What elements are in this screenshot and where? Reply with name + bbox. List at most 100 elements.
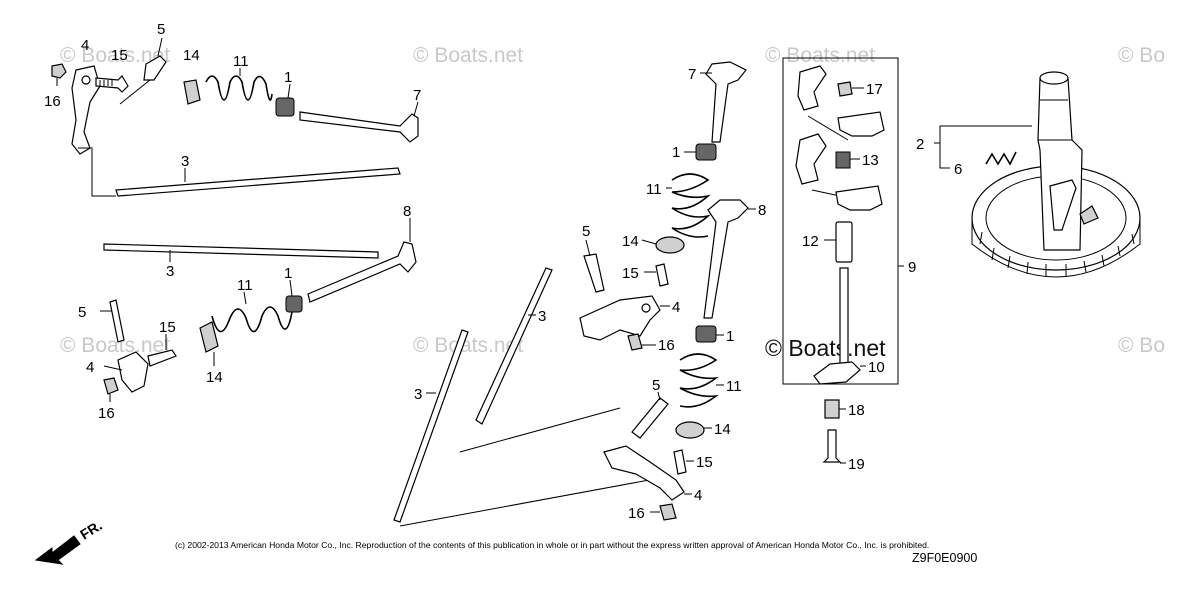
nut (627, 333, 643, 351)
governor-shaft (839, 267, 849, 373)
leader-line (103, 365, 123, 371)
front-arrow-icon (34, 535, 81, 565)
exhaust-valve (307, 241, 417, 303)
leader-line (289, 279, 293, 297)
callout-5: 5 (652, 377, 660, 394)
adjusting-bolt (147, 349, 177, 367)
valve-stem-seal (695, 325, 717, 343)
push-rod (103, 243, 379, 259)
valve-stem-seal (285, 295, 303, 313)
callout-15: 15 (622, 265, 639, 282)
callout-15: 15 (159, 319, 176, 336)
intake-valve (705, 61, 747, 143)
rocker-arm (603, 445, 685, 501)
leader-line (807, 115, 849, 141)
callout-10: 10 (868, 359, 885, 376)
leader-line (287, 83, 291, 99)
leader-line (243, 291, 247, 305)
cam-gear-side (971, 218, 1141, 278)
intake-valve (299, 111, 419, 143)
camshaft-body (1037, 77, 1083, 251)
front-direction-label: FR. (77, 517, 105, 543)
callout-8: 8 (403, 203, 411, 220)
leader-line (413, 101, 419, 117)
leader-line (585, 239, 591, 257)
callout-2: 2 (916, 136, 924, 153)
callout-5: 5 (582, 223, 590, 240)
governor-weight (797, 65, 827, 111)
leader-line (119, 79, 151, 105)
callout-15: 15 (111, 47, 128, 64)
assembly-group-frame (782, 57, 899, 385)
watermark-center: © Boats.net (765, 335, 886, 361)
callout-6: 6 (954, 161, 962, 178)
rocker-pivot (583, 253, 605, 293)
exhaust-valve (703, 199, 749, 319)
callout-15: 15 (696, 454, 713, 471)
leader-line (641, 239, 657, 245)
camshaft-top (1039, 71, 1069, 85)
watermark: © Bo (1118, 334, 1165, 357)
flange-bolt (822, 429, 842, 463)
watermark: © Boats.net (60, 334, 170, 357)
governor-arm (813, 361, 861, 385)
callout-5: 5 (78, 304, 86, 321)
nut (659, 503, 677, 521)
callout-3: 3 (181, 153, 189, 170)
governor-holder (837, 111, 885, 137)
callout-4: 4 (81, 37, 89, 54)
callout-12: 12 (802, 233, 819, 250)
callout-5: 5 (157, 21, 165, 38)
valve-spring (679, 353, 719, 408)
callout-4: 4 (672, 299, 680, 316)
callout-16: 16 (98, 405, 115, 422)
callout-1: 1 (284, 265, 292, 282)
watermark: © Bo (1118, 44, 1165, 67)
callout-17: 17 (866, 81, 883, 98)
callout-11: 11 (726, 378, 742, 395)
callout-1: 1 (726, 328, 734, 345)
decompressor-weight (1049, 179, 1077, 231)
callout-9: 9 (908, 259, 916, 276)
callout-3: 3 (414, 386, 422, 403)
callout-4: 4 (86, 359, 94, 376)
camshaft-detail (1038, 99, 1072, 141)
leader-line (657, 391, 661, 401)
spring-retainer (675, 421, 705, 439)
callout-8: 8 (758, 202, 766, 219)
callout-1: 1 (672, 144, 680, 161)
callout-3: 3 (166, 263, 174, 280)
callout-1: 1 (284, 69, 292, 86)
decompressor-spring (1079, 205, 1099, 225)
push-rod (475, 267, 553, 425)
callout-4: 4 (694, 487, 702, 504)
push-rod (393, 329, 469, 523)
callout-7: 7 (413, 87, 421, 104)
rocker-arm (579, 295, 661, 341)
bolt-thread (99, 80, 113, 86)
watermark: © Boats.net (413, 44, 523, 67)
watermark: © Boats.net (60, 44, 170, 67)
callout-14: 14 (206, 369, 223, 386)
callout-11: 11 (646, 181, 662, 198)
callout-7: 7 (688, 66, 696, 83)
adjusting-bolt (655, 263, 669, 287)
callout-16: 16 (658, 337, 675, 354)
callout-16: 16 (44, 93, 61, 110)
rocker-arm-hole (81, 75, 91, 85)
diagram-code: Z9F0E0900 (912, 551, 977, 565)
spring-retainer (183, 79, 201, 105)
callout-14: 14 (622, 233, 639, 250)
rocker-pivot (109, 299, 125, 343)
callout-11: 11 (237, 277, 253, 294)
callout-14: 14 (714, 421, 731, 438)
governor-spring (835, 151, 851, 169)
callout-14: 14 (183, 47, 200, 64)
nut (837, 81, 853, 97)
leader-line (157, 37, 163, 57)
valve-spring (205, 75, 273, 101)
gear-teeth (979, 231, 1135, 276)
nut (51, 63, 67, 79)
front-direction-indicator: FR. (34, 517, 105, 565)
